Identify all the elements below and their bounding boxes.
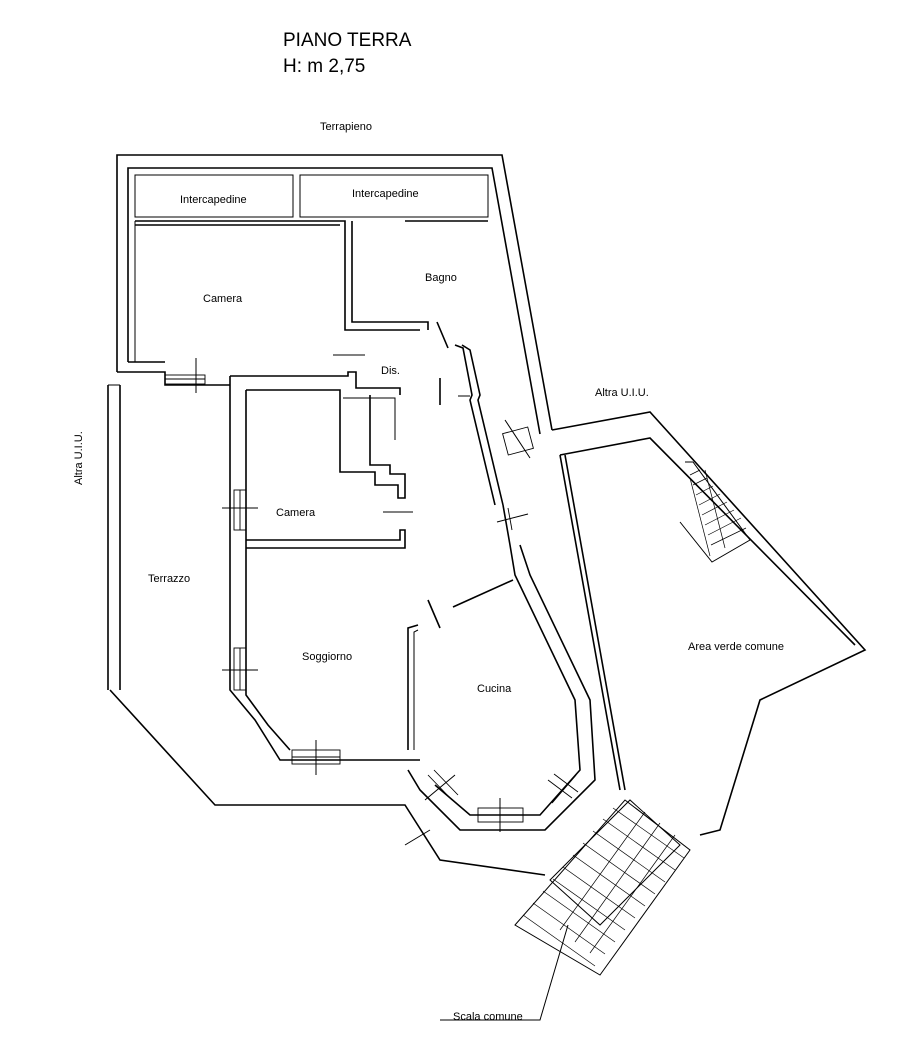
label-camera-mid: Camera [276, 507, 316, 519]
label-camera-top: Camera [203, 293, 243, 305]
label-scala-comune: Scala comune [453, 1011, 523, 1023]
label-intercapedine-left: Intercapedine [180, 194, 247, 206]
scala-comune-stair [440, 799, 691, 1021]
label-altra-uiu-right: Altra U.I.U. [595, 387, 649, 399]
plan-title: PIANO TERRA [283, 30, 412, 51]
label-dis: Dis. [381, 365, 400, 377]
area-verde-outline [551, 411, 867, 836]
label-terrapieno: Terrapieno [320, 121, 372, 133]
label-terrazzo: Terrazzo [148, 573, 190, 585]
label-bagno: Bagno [425, 272, 457, 284]
label-cucina: Cucina [477, 683, 512, 695]
label-soggiorno: Soggiorno [302, 651, 352, 663]
label-area-verde: Area verde comune [688, 641, 784, 653]
label-intercapedine-right: Intercapedine [352, 188, 419, 200]
windows [164, 358, 579, 846]
label-altra-uiu-left: Altra U.I.U. [73, 431, 85, 485]
plan-height: H: m 2,75 [283, 56, 366, 77]
interior-walls [107, 220, 596, 876]
